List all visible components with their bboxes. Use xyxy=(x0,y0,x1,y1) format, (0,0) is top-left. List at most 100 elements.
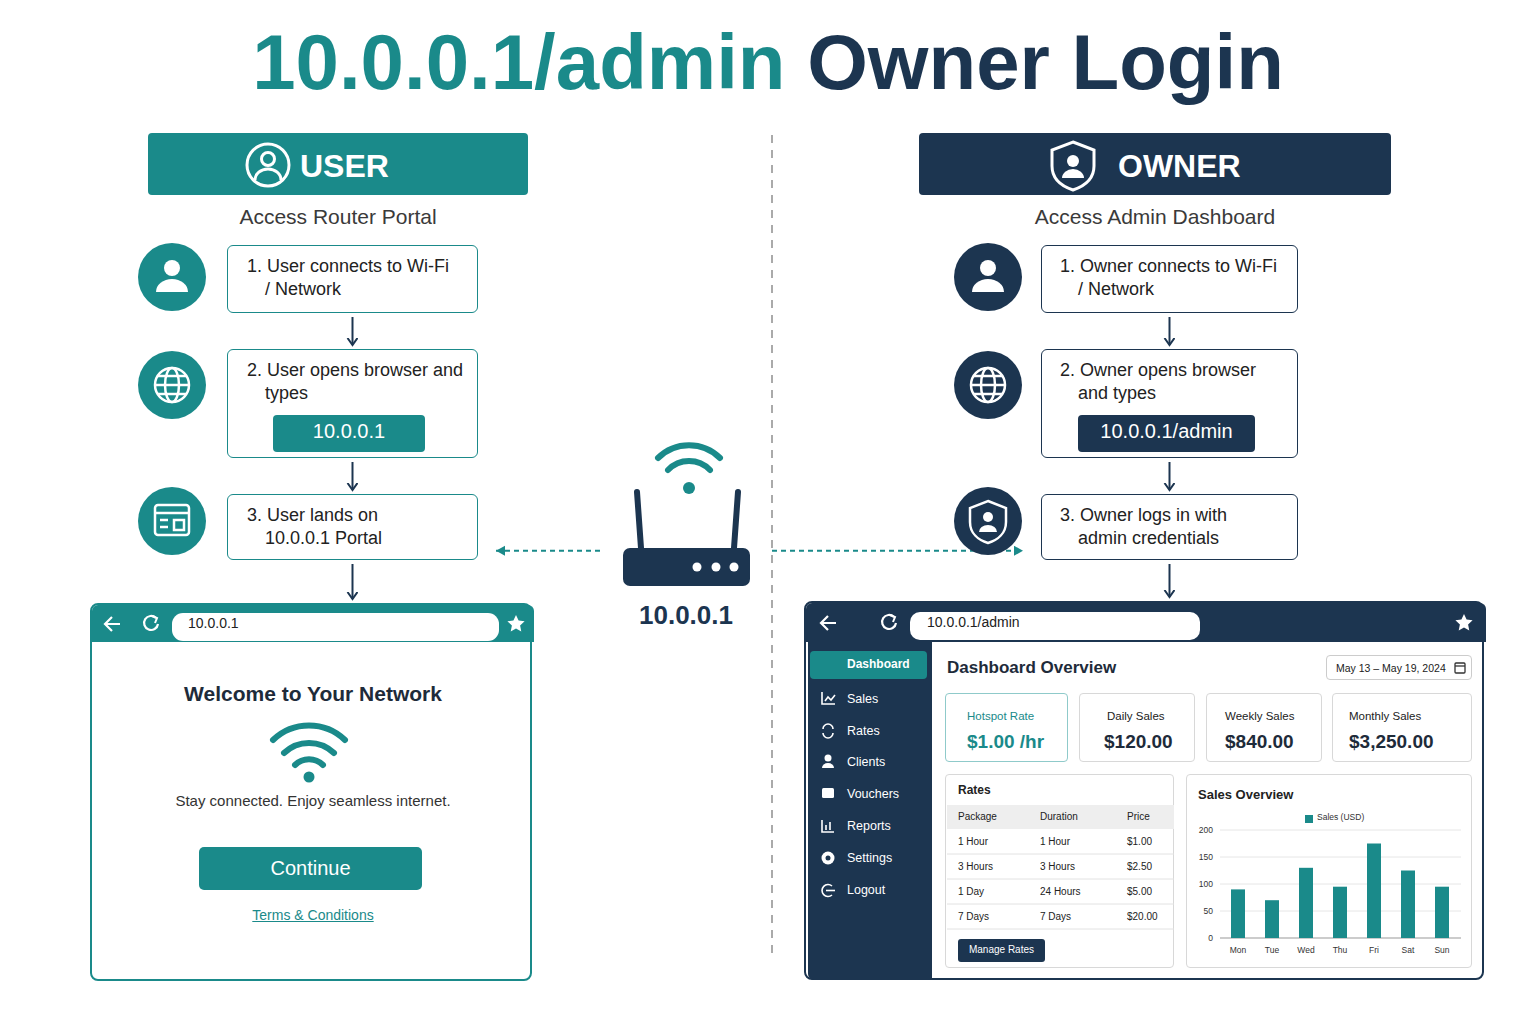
node-text: 10.0.0.1 xyxy=(188,615,488,633)
node-text: Hotspot Rate xyxy=(967,709,1067,723)
node-text: 10.0.0.1/admin xyxy=(1078,419,1255,444)
table-cell: 7 Days xyxy=(958,911,1038,924)
portal-window: 10.0.0.1Continue Welcome to Your NetworkS… xyxy=(90,603,532,981)
divider-line xyxy=(771,135,773,958)
dashboard-window: 10.0.0.1/admin DashboardSalesRatesClient… xyxy=(804,601,1484,980)
node-text: 2. Owner opens browser and types xyxy=(1060,359,1288,404)
node-subtext: Access Admin Dashboard xyxy=(919,204,1391,230)
date-range-pill: May 13 – May 19, 2024 xyxy=(1326,655,1472,680)
node-text: May 13 – May 19, 2024 xyxy=(1336,662,1454,675)
flow-arrow xyxy=(1169,462,1171,490)
node-text: Welcome to Your Network xyxy=(92,681,534,707)
step-box: 10.0.0.1 2. User opens browser and types xyxy=(227,349,478,458)
axis-label: Thu xyxy=(1325,945,1355,956)
axis-label: Mon xyxy=(1223,945,1253,956)
diagram-title: 10.0.0.1/admin Owner Login xyxy=(252,20,1284,106)
axis-label: 200 xyxy=(1189,825,1213,836)
axis-label: 100 xyxy=(1189,879,1213,890)
node-text: Monthly Sales xyxy=(1349,709,1469,723)
stat-card: Daily Sales$120.00 xyxy=(1079,693,1195,762)
address-pill: 10.0.0.1 xyxy=(273,415,425,452)
node-text: 10.0.0.1 xyxy=(273,419,425,444)
node-subtext: Settings xyxy=(847,851,927,867)
node-text: Continue xyxy=(199,856,422,881)
user-icons xyxy=(138,243,206,555)
table-cell: 24 Hours xyxy=(1040,886,1120,899)
node-text: Weekly Sales xyxy=(1225,709,1321,723)
node-text: 3. Owner logs in with admin credentials xyxy=(1060,504,1278,549)
node-subtext: Reports xyxy=(847,819,927,835)
node-text: Dashboard Overview xyxy=(947,657,1247,678)
node-text: Manage Rates xyxy=(958,944,1045,957)
step-box: 3. User lands on 10.0.0.1 Portal xyxy=(227,494,478,560)
table-cell: 1 Hour xyxy=(1040,836,1120,849)
address-pill: 10.0.0.1/admin xyxy=(1078,415,1255,452)
table-cell: Package xyxy=(958,811,1038,824)
owner-icons xyxy=(954,243,1022,555)
table-cell: 1 Day xyxy=(958,886,1038,899)
legend-swatch xyxy=(1305,815,1313,823)
axis-label: Fri xyxy=(1359,945,1389,956)
flow-arrow xyxy=(352,462,354,490)
table-cell: Duration xyxy=(1040,811,1120,824)
axis-label: 0 xyxy=(1189,933,1213,944)
step-box: 1. Owner connects to Wi-Fi / Network xyxy=(1041,245,1298,313)
table-cell: 3 Hours xyxy=(958,861,1038,874)
stat-card: Hotspot Rate $1.00 /hr xyxy=(945,693,1068,762)
axis-label: Wed xyxy=(1291,945,1321,956)
owner-band: OWNERAccess Admin Dashboard xyxy=(919,133,1391,195)
table-cell: 7 Days xyxy=(1040,911,1120,924)
node-text: Sales xyxy=(847,692,927,708)
axis-label: 50 xyxy=(1189,906,1213,917)
address-bar: 10.0.0.1/admin xyxy=(910,612,1200,640)
legend-text: Sales (USD) xyxy=(1317,812,1364,823)
flow-arrow xyxy=(352,564,354,599)
manage-rates-button: Manage Rates xyxy=(958,939,1045,962)
node-subtext: $1.00 /hr xyxy=(967,730,1067,754)
node-text: Rates xyxy=(958,783,1058,798)
sidebar: DashboardSalesRatesClientsVouchersReport… xyxy=(808,642,932,980)
flow-arrow xyxy=(352,317,354,345)
node-subtext: Stay connected. Enjoy seamless internet. xyxy=(92,792,534,811)
node-text: OWNER xyxy=(1118,146,1358,186)
router-node: 10.0.0.1 xyxy=(610,430,762,640)
node-text: Daily Sales xyxy=(1107,709,1195,723)
node-text: 2. User opens browser and types xyxy=(247,359,465,404)
node-subtext: Vouchers xyxy=(847,787,927,803)
node-text: Sales Overview xyxy=(1198,787,1398,803)
rates-panel: Manage RatesRatesPackageDurationPrice1 H… xyxy=(945,774,1174,968)
address-bar: 10.0.0.1 xyxy=(172,613,499,641)
step-box: 10.0.0.1/admin 2. Owner opens browser and… xyxy=(1041,349,1298,458)
axis-label: Sat xyxy=(1393,945,1423,956)
node-text: 3. User lands on 10.0.0.1 Portal xyxy=(247,504,445,549)
node-text: 10.0.0.1 xyxy=(610,599,762,632)
dashed-arrow xyxy=(496,550,600,552)
continue-button: Continue xyxy=(199,847,422,890)
node-text: 1. Owner connects to Wi-Fi / Network xyxy=(1060,255,1278,300)
sales-panel: Sales Overview200150100500MonTueWedThuFr… xyxy=(1186,774,1472,968)
axis-label: Tue xyxy=(1257,945,1287,956)
node-subtext: Clients xyxy=(847,755,927,771)
node-subtext: $840.00 xyxy=(1225,730,1321,754)
axis-label: Sun xyxy=(1427,945,1457,956)
node-subtext: Rates xyxy=(847,724,927,740)
node-text: 1. User connects to Wi-Fi / Network xyxy=(247,255,455,300)
step-box: 3. Owner logs in with admin credentials xyxy=(1041,494,1298,560)
node-subtext: $3,250.00 xyxy=(1349,730,1469,754)
user-band: USERAccess Router Portal xyxy=(148,133,528,195)
stat-card: Monthly Sales $3,250.00 xyxy=(1332,693,1472,762)
sales-bar-chart xyxy=(1187,775,1473,969)
node-subtext: Logout xyxy=(847,883,927,899)
node-text: Dashboard xyxy=(847,657,925,672)
flow-arrow xyxy=(1169,317,1171,345)
stat-card: Weekly Sales $840.00 xyxy=(1206,693,1322,762)
node-text: 10.0.0.1/admin xyxy=(927,614,1187,632)
table-cell: 1 Hour xyxy=(958,836,1038,849)
sidebar-active-item: Dashboard xyxy=(810,651,927,679)
step-box: 1. User connects to Wi-Fi / Network xyxy=(227,245,478,313)
flow-arrow xyxy=(1169,564,1171,597)
node-subtext: Access Router Portal xyxy=(148,204,528,230)
node-subtext: Terms & Conditions xyxy=(92,907,534,925)
node-text: USER xyxy=(300,146,510,186)
